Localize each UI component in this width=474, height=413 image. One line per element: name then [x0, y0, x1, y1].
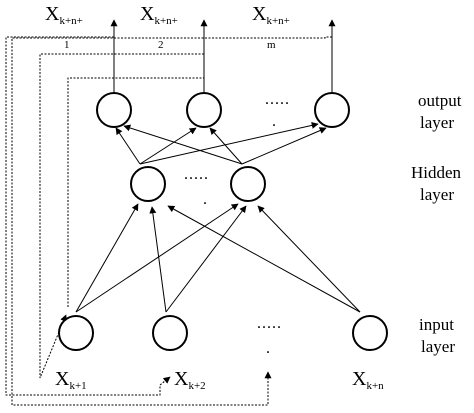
output-label-1: Xk+n+ — [45, 3, 83, 27]
input-layer-label: input — [419, 315, 454, 334]
edges-input-hidden — [75, 203, 361, 313]
edge — [75, 203, 139, 313]
output-index-1: 1 — [64, 39, 70, 51]
edges-hidden-output — [115, 121, 327, 165]
feedback-loop-1 — [5, 36, 171, 396]
output-node-1 — [96, 92, 132, 128]
hidden-layer-label-2: layer — [420, 185, 454, 204]
output-ellipsis: ..... — [265, 91, 290, 108]
input-label-2: Xk+2 — [174, 368, 206, 392]
edge — [115, 127, 141, 165]
output-index-m: m — [267, 39, 276, 51]
output-layer-label-2: layer — [420, 113, 454, 132]
edge — [241, 127, 327, 165]
edge — [123, 124, 243, 165]
output-arrows — [110, 19, 336, 92]
hidden-ellipsis: ..... — [184, 166, 209, 183]
input-label-n: Xk+n — [352, 368, 384, 392]
hidden-layer-nodes — [130, 166, 266, 202]
output-node-m — [314, 92, 350, 128]
edge — [165, 205, 247, 313]
input-node-2 — [152, 315, 188, 351]
output-index-2: 2 — [158, 39, 164, 51]
output-node-2 — [186, 92, 222, 128]
hidden-layer-label: Hidden — [411, 163, 462, 182]
input-node-1 — [58, 315, 94, 351]
edge — [139, 121, 319, 165]
feedback-loop-2 — [39, 53, 204, 379]
output-label-m: Xk+n+ — [252, 3, 290, 27]
edge — [139, 127, 197, 165]
output-ellipsis-vertical: . — [272, 113, 277, 130]
edge — [149, 206, 167, 313]
feedback-loops — [5, 36, 332, 406]
output-layer-nodes — [96, 92, 350, 128]
hidden-node-2 — [230, 166, 266, 202]
edge — [167, 205, 361, 313]
edge — [75, 203, 239, 313]
input-node-n — [352, 315, 388, 351]
input-ellipsis-vertical: . — [266, 340, 271, 357]
edge — [209, 127, 243, 165]
input-ellipsis: ..... — [257, 315, 282, 332]
feedback-loop-inner — [67, 77, 204, 307]
input-layer-label-2: layer — [421, 337, 455, 356]
hidden-ellipsis-vertical: . — [203, 191, 208, 208]
output-layer-label: output — [418, 91, 462, 110]
input-layer-nodes — [58, 315, 388, 351]
input-label-1: Xk+1 — [55, 368, 87, 392]
edge — [257, 205, 361, 313]
feedback-loop-3 — [11, 36, 332, 406]
hidden-node-1 — [130, 166, 166, 202]
output-label-2: Xk+n+ — [140, 3, 178, 27]
